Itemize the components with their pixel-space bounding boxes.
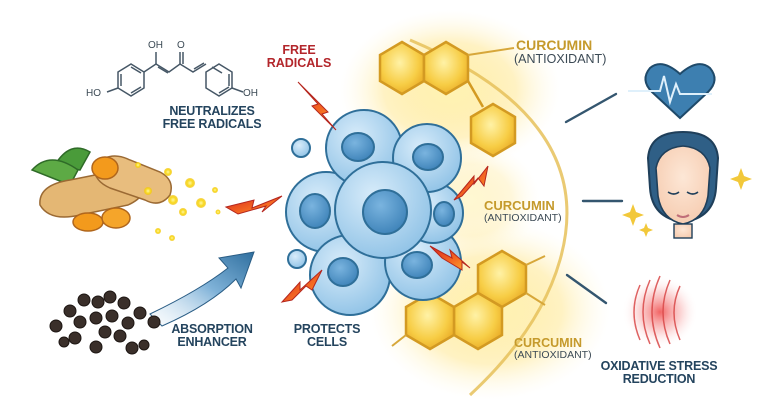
curcumin-sub: (ANTIOXIDANT) bbox=[514, 51, 607, 66]
free-radicals-line1: FREE bbox=[282, 43, 316, 57]
lightning-bolt-icon bbox=[429, 245, 471, 271]
lightning-bolt-icon bbox=[280, 269, 323, 303]
curcumin-name: CURCUMIN bbox=[484, 198, 555, 213]
heart-pulse-icon bbox=[628, 63, 716, 120]
absorption-enhancer-label: ABSORPTION ENHANCER bbox=[162, 322, 262, 350]
free-radical-bolts bbox=[224, 81, 489, 303]
neutralizes-caption: NEUTRALIZES FREE RADICALS bbox=[152, 104, 272, 132]
turmeric-root-icon bbox=[30, 147, 172, 232]
neutralizes-line2: FREE RADICALS bbox=[162, 117, 262, 132]
lightning-bolt-icon bbox=[297, 81, 337, 131]
benefit-connectors bbox=[564, 92, 624, 305]
protects-line1: PROTECTS bbox=[293, 322, 361, 336]
oxidative-stress-label: OXIDATIVE STRESS REDUCTION bbox=[592, 359, 726, 387]
cell-cluster-icon bbox=[285, 109, 464, 316]
curcumin-hexagon-bottom bbox=[391, 249, 546, 351]
free-radicals-label: FREE RADICALS bbox=[264, 43, 334, 71]
curcumin-sub: (ANTIOXIDANT) bbox=[484, 211, 562, 224]
free-radicals-line2: RADICALS bbox=[266, 56, 332, 71]
curcumin-structure-icon bbox=[106, 52, 244, 97]
lightning-bolt-icon bbox=[453, 165, 489, 201]
absorption-line1: ABSORPTION bbox=[171, 322, 253, 336]
curcumin-hexagon-top bbox=[378, 40, 517, 158]
atom-label-oh-top: OH bbox=[148, 40, 163, 51]
atom-label-ho-left: HO bbox=[86, 88, 101, 99]
oxidative-line2: REDUCTION bbox=[622, 372, 696, 387]
atom-label-oh-right: OH bbox=[243, 88, 258, 99]
curcumin-label-middle: CURCUMIN (ANTIOXIDANT) bbox=[484, 199, 562, 224]
protects-cells-label: PROTECTS CELLS bbox=[289, 322, 365, 350]
curcumin-label-top: CURCUMIN (ANTIOXIDANT) bbox=[514, 37, 607, 66]
neutralizes-line1: NEUTRALIZES bbox=[169, 104, 255, 118]
oxidative-line1: OXIDATIVE STRESS bbox=[600, 359, 718, 373]
curcumin-sub: (ANTIOXIDANT) bbox=[514, 349, 592, 362]
black-pepper-icon bbox=[49, 290, 161, 355]
oxidative-stress-icon bbox=[622, 275, 698, 349]
curcumin-name: CURCUMIN bbox=[516, 37, 593, 53]
turmeric-sparkles bbox=[135, 162, 221, 241]
absorption-line2: ENHANCER bbox=[177, 335, 247, 350]
curcumin-label-bottom: CURCUMIN (ANTIOXIDANT) bbox=[514, 336, 592, 362]
curcumin-name: CURCUMIN bbox=[514, 336, 583, 350]
glowing-skin-face-icon bbox=[622, 130, 752, 239]
atom-label-o-top: O bbox=[177, 40, 185, 51]
protects-line2: CELLS bbox=[307, 335, 347, 350]
absorption-arrow-icon bbox=[149, 251, 255, 327]
lightning-bolt-icon bbox=[224, 195, 283, 215]
